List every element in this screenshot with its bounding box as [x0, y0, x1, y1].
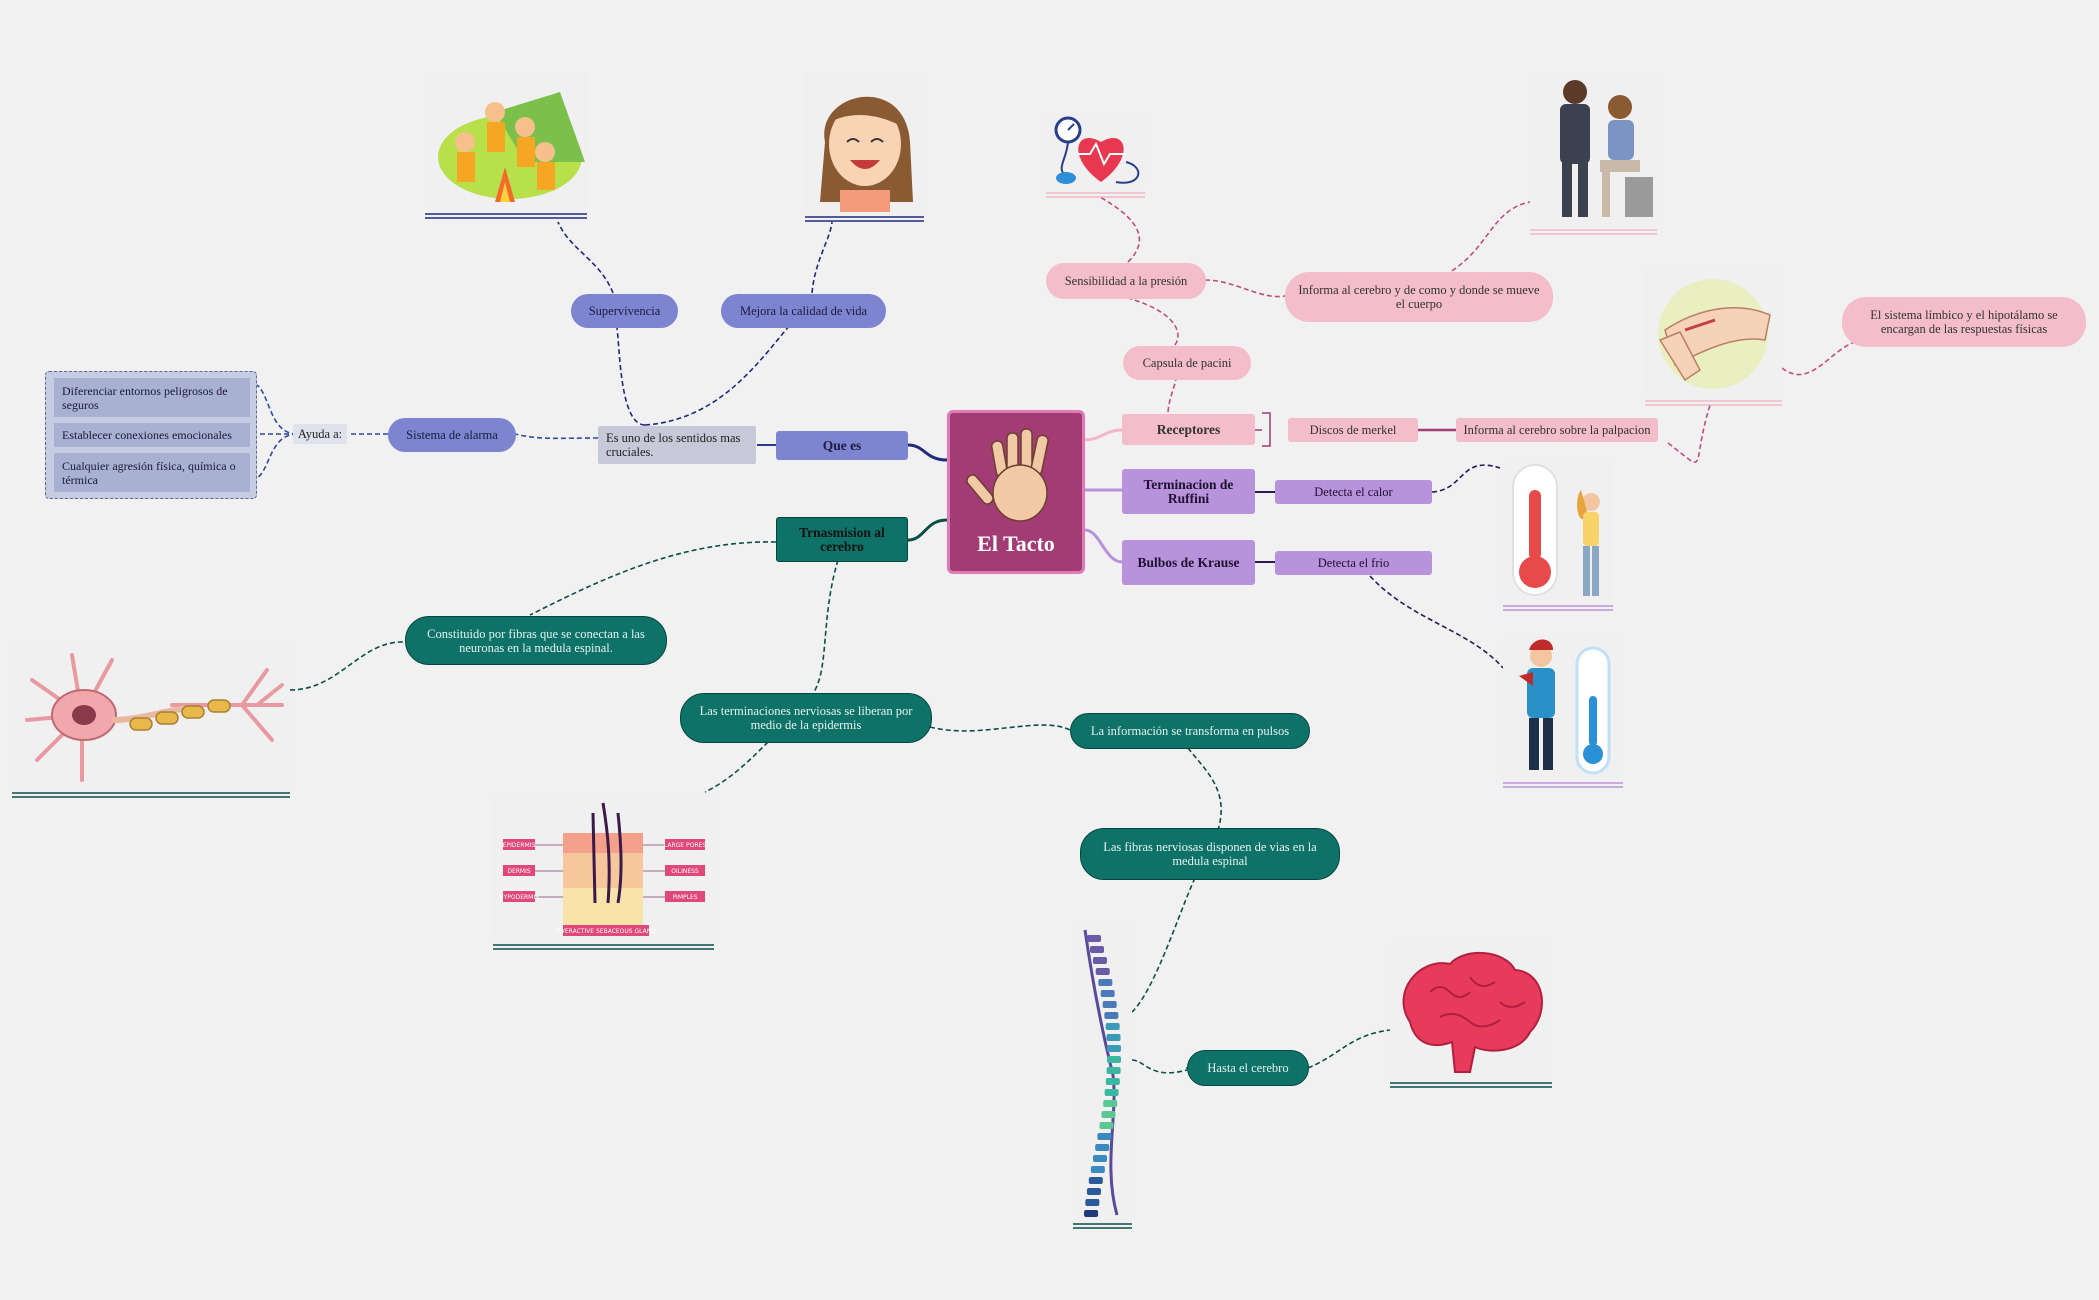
hot-thermometer-illustration [1503, 460, 1613, 604]
neuron-illustration [12, 640, 290, 791]
brain-illustration [1390, 942, 1552, 1081]
heart-pressure-icon [1046, 112, 1145, 190]
terminaciones-node[interactable]: Las terminaciones nerviosas se liberan p… [680, 693, 932, 743]
label-gland: OVERACTIVE SEBACEOUS GLAND [556, 928, 656, 935]
hasta-cerebro-node[interactable]: Hasta el cerebro [1187, 1050, 1309, 1086]
skin-layers-illustration: EPIDERMIS DERMIS HYPODERMIS LARGE PORES … [493, 793, 714, 943]
ayuda-label[interactable]: Ayuda a: [293, 424, 347, 444]
informa-palpacion-node[interactable]: Informa al cerebro sobre la palpacion [1456, 418, 1658, 442]
label-oiliness: OILINESS [671, 868, 699, 875]
krause-topic[interactable]: Bulbos de Krause [1122, 540, 1255, 585]
camping-kids-illustration [425, 72, 587, 212]
label-large-pores: LARGE PORES [664, 842, 706, 849]
hand-icon [966, 428, 1049, 522]
supervivencia-node[interactable]: Supervivencia [571, 294, 678, 328]
central-topic-title: El Tacto [977, 531, 1055, 556]
sistema-alarma-node[interactable]: Sistema de alarma [388, 418, 516, 452]
doctor-patient-illustration [1530, 72, 1657, 228]
group-item-entornos[interactable]: Diferenciar entornos peligrosos de segur… [54, 378, 250, 417]
receptores-topic[interactable]: Receptores [1122, 414, 1255, 445]
group-item-conexiones[interactable]: Establecer conexiones emocionales [54, 423, 250, 447]
label-hypodermis: HYPODERMIS [499, 894, 539, 901]
que-es-topic[interactable]: Que es [776, 431, 908, 460]
fibras-nerviosas-node[interactable]: Las fibras nerviosas disponen de vias en… [1080, 828, 1340, 880]
informa-cuerpo-node[interactable]: Informa al cerebro y de como y donde se … [1285, 272, 1553, 322]
informacion-pulsos-node[interactable]: La información se transforma en pulsos [1070, 713, 1310, 749]
capsula-pacini-node[interactable]: Capsula de pacini [1123, 346, 1251, 380]
group-item-agresion[interactable]: Cualquier agresión física, química o tér… [54, 453, 250, 492]
smiling-girl-illustration [805, 72, 924, 215]
detecta-frio-node[interactable]: Detecta el frio [1275, 551, 1432, 575]
es-uno-subtopic[interactable]: Es uno de los sentidos mas cruciales. [598, 426, 756, 464]
ruffini-topic[interactable]: Terminacion de Ruffini [1122, 469, 1255, 514]
spine-illustration [1073, 925, 1132, 1222]
label-epidermis: EPIDERMIS [503, 842, 536, 849]
pulse-check-illustration [1645, 270, 1782, 398]
label-pimples: PIMPLES [672, 894, 697, 901]
discos-merkel-node[interactable]: Discos de merkel [1288, 418, 1418, 442]
mejora-calidad-node[interactable]: Mejora la calidad de vida [721, 294, 886, 328]
label-dermis: DERMIS [507, 868, 531, 875]
cold-thermometer-illustration [1503, 636, 1623, 781]
constituido-node[interactable]: Constituido por fibras que se conectan a… [405, 616, 667, 665]
sensibilidad-presion-node[interactable]: Sensibilidad a la presión [1046, 263, 1206, 299]
detecta-calor-node[interactable]: Detecta el calor [1275, 480, 1432, 504]
transmision-topic[interactable]: Trnasmision al cerebro [776, 517, 908, 562]
limbico-node[interactable]: El sistema límbico y el hipotálamo se en… [1842, 297, 2086, 347]
central-topic[interactable]: El Tacto [947, 410, 1085, 574]
